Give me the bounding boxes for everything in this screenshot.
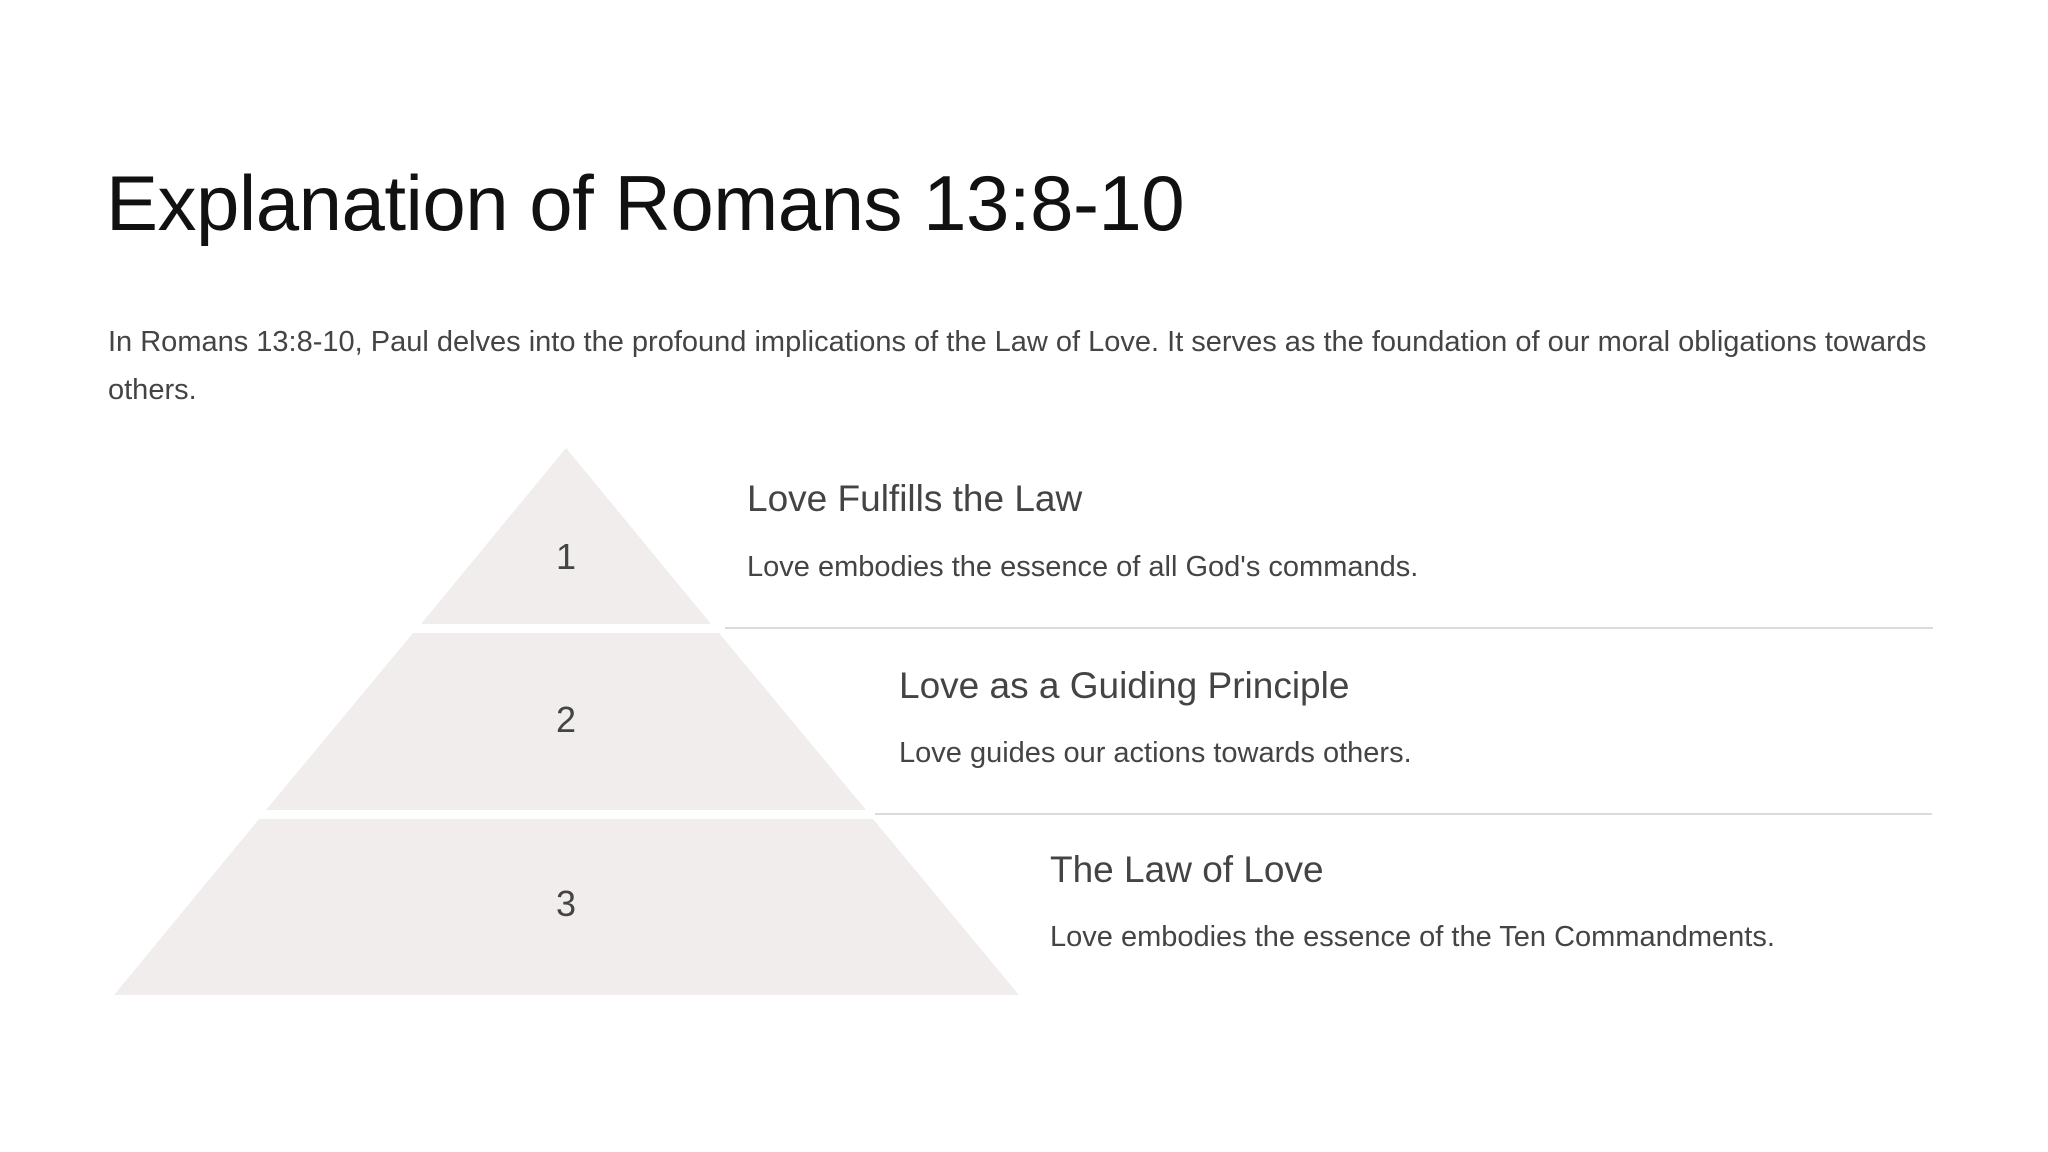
tier-2-number: 2 [555,699,577,740]
pyramid-tier-1 [421,448,711,624]
tier-2-description: Love guides our actions towards others. [899,737,1412,769]
tier-1-number: 1 [555,536,577,577]
tier-3-number: 3 [555,883,577,924]
tier-1-heading: Love Fulfills the Law [747,478,1083,519]
page-title: Explanation of Romans 13:8-10 [106,159,1185,247]
tier-3-description: Love embodies the essence of the Ten Com… [1050,921,1775,953]
separator-line [725,627,1933,629]
pyramid-tier-3 [114,819,1019,995]
pyramid-tier-2 [266,633,866,810]
intro-paragraph: In Romans 13:8-10, Paul delves into the … [108,326,1927,406]
tier-2-heading: Love as a Guiding Principle [899,665,1350,706]
tier-1-description: Love embodies the essence of all God's c… [747,551,1419,583]
separator-line [875,813,1932,815]
tier-3-heading: The Law of Love [1050,849,1324,890]
